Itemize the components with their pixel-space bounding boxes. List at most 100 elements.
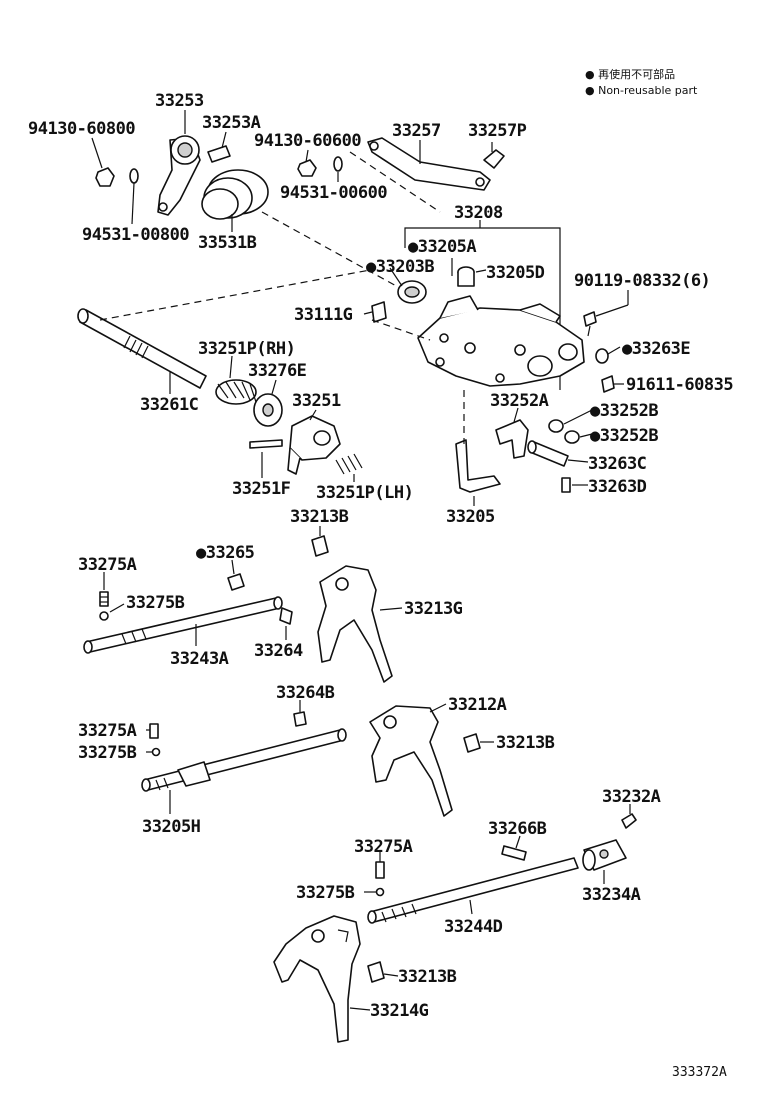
label-33214G: 33214G	[370, 1001, 429, 1021]
part-33261C-shaft	[77, 308, 207, 389]
part-94130-60800-nut	[95, 167, 115, 187]
part-33244D-shift-rail	[367, 857, 579, 924]
label-33251P-RH: 33251P(RH)	[198, 339, 295, 359]
part-33232A-pin	[621, 813, 637, 829]
part-33208-shift-housing	[417, 295, 585, 387]
part-33203B-seal	[397, 280, 427, 304]
label-33264B: 33264B	[276, 683, 335, 703]
part-33214G-shift-fork	[273, 915, 361, 1043]
label-94130-60600: 94130-60600	[254, 131, 361, 151]
label-33264: 33264	[254, 641, 303, 661]
label-33212A: 33212A	[448, 695, 507, 715]
part-94531-00600-washer	[333, 156, 343, 172]
label-33234A: 33234A	[582, 885, 641, 905]
part-33111G-plug	[371, 301, 387, 323]
part-33251P-RH-spring	[215, 379, 257, 405]
part-33251F-pin	[249, 439, 283, 449]
part-33257P-pin	[483, 149, 505, 169]
label-33275A-1: 33275A	[78, 555, 137, 575]
label-33265: ●33265	[196, 543, 255, 563]
label-33253: 33253	[155, 91, 204, 111]
label-33531B: 33531B	[198, 233, 257, 253]
part-90119-08332-bolt	[583, 311, 597, 337]
part-33253-lever	[157, 135, 201, 216]
part-33213B-bolt-mid	[463, 733, 481, 753]
label-33257P: 33257P	[468, 121, 527, 141]
label-33276E: 33276E	[248, 361, 307, 381]
part-33265-plug	[227, 573, 245, 591]
part-33205-lever	[455, 439, 501, 493]
label-33253A: 33253A	[202, 113, 261, 133]
label-33252B-1: ●33252B	[590, 401, 658, 421]
label-33252B-2: ●33252B	[590, 426, 658, 446]
part-33257-link	[367, 137, 491, 191]
part-33251P-LH-spring	[335, 453, 363, 475]
part-33275A-spring-1	[99, 591, 109, 607]
part-33205H-shift-rail	[141, 728, 347, 792]
part-33252B-seal-2	[564, 430, 580, 444]
label-33208: 33208	[454, 203, 503, 223]
label-33261C: 33261C	[140, 395, 198, 415]
part-33275B-ball-1	[99, 611, 109, 621]
label-33275A-2: 33275A	[78, 721, 137, 741]
label-33213B-mid: 33213B	[496, 733, 555, 753]
label-94531-00800: 94531-00800	[82, 225, 189, 245]
label-33275A-3: 33275A	[354, 837, 413, 857]
label-33266B: 33266B	[488, 819, 547, 839]
legend-line-en: ● Non-reusable part	[585, 84, 698, 97]
label-33203B: ●33203B	[366, 257, 434, 277]
part-33263C-shaft	[527, 440, 569, 467]
part-33275B-ball-2	[151, 747, 161, 757]
label-33275B-1: 33275B	[126, 593, 185, 613]
label-33257: 33257	[392, 121, 441, 141]
part-33213B-bolt-top	[311, 535, 329, 557]
label-33263C: 33263C	[588, 454, 646, 474]
label-91611-60835: 91611-60835	[626, 375, 733, 395]
part-94531-00800-washer	[129, 168, 139, 184]
label-33213G: 33213G	[404, 599, 463, 619]
label-90119-08332: 90119-08332(6)	[574, 271, 710, 291]
part-33213B-bolt-bottom	[367, 961, 385, 983]
label-33251F: 33251F	[232, 479, 291, 499]
label-94130-60800: 94130-60800	[28, 119, 135, 139]
part-33205D-bushing	[457, 266, 475, 287]
label-33205: 33205	[446, 507, 495, 527]
label-33243A: 33243A	[170, 649, 229, 669]
legend-line-jp: ● 再使用不可部品	[585, 67, 675, 81]
label-33213B-bottom: 33213B	[398, 967, 457, 987]
label-33275B-3: 33275B	[296, 883, 355, 903]
label-33251P-LH: 33251P(LH)	[316, 483, 413, 503]
part-33213G-shift-fork	[317, 565, 393, 683]
part-33264B-pin	[293, 711, 307, 727]
label-33232A: 33232A	[602, 787, 661, 807]
label-33244D: 33244D	[444, 917, 503, 937]
part-33266B-pin	[501, 845, 527, 861]
part-33243A-shift-rail	[83, 596, 283, 654]
illustration-number: 333372A	[672, 1065, 727, 1080]
label-33205A: ●33205A	[408, 237, 476, 257]
part-33275A-spring-3	[375, 861, 385, 879]
label-33205D: 33205D	[486, 263, 545, 283]
label-33263D: 33263D	[588, 477, 647, 497]
part-33263D-pin	[561, 477, 571, 493]
label-33263E: ●33263E	[622, 339, 690, 359]
part-91611-60835-bolt	[601, 375, 615, 393]
part-33234A-head	[582, 839, 627, 871]
label-33252A: 33252A	[490, 391, 549, 411]
part-33253A-pin	[207, 145, 231, 163]
part-33263E-seal	[595, 348, 609, 364]
part-33264-pin	[279, 607, 293, 625]
label-33205H: 33205H	[142, 817, 201, 837]
label-33251: 33251	[292, 391, 341, 411]
part-33212A-shift-fork	[369, 705, 453, 817]
part-33276E-ring	[253, 393, 283, 427]
part-33275A-spring-2	[149, 723, 159, 739]
part-33252B-seal-1	[548, 419, 564, 433]
part-33531B-boot	[201, 169, 269, 220]
part-94130-60600-nut	[297, 159, 317, 177]
label-94531-00600: 94531-00600	[280, 183, 387, 203]
part-33251-inner-lever	[287, 415, 341, 475]
label-33213B-top: 33213B	[290, 507, 349, 527]
